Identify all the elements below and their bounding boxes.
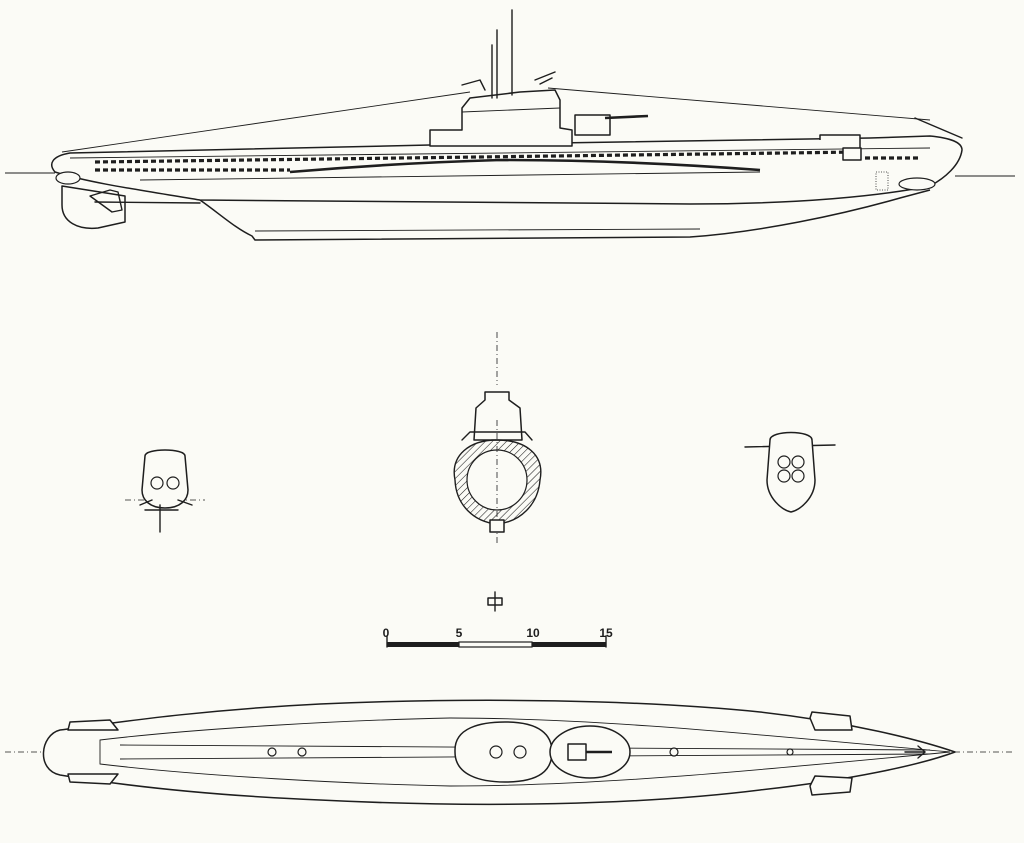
deck-edge (69, 147, 931, 159)
scale-tick-15: 15 (599, 626, 613, 640)
jumping-wire-aft (61, 91, 471, 153)
deck-gun-mount (574, 114, 611, 136)
bilge-line (139, 171, 761, 181)
stern-rudder (61, 185, 126, 230)
midship-section-view (453, 332, 542, 545)
plan-hatch-2 (513, 745, 527, 759)
pressure-hull-line (289, 158, 761, 174)
bow-anchor-mark (875, 171, 889, 191)
bow-casing (819, 134, 861, 150)
plan-fitting-3 (669, 747, 679, 757)
plan-fitting-4 (786, 748, 794, 756)
side-profile-view (5, 9, 1015, 241)
propeller-shaft (94, 201, 201, 204)
fwd-tube-2 (791, 455, 805, 469)
scale-tick-0: 0 (383, 626, 390, 640)
bridge-rail (461, 107, 561, 113)
bow-net-cutter (914, 117, 963, 139)
scale-tick-5: 5 (456, 626, 463, 640)
plan-view (5, 699, 1015, 806)
fwd-tube-1 (777, 455, 791, 469)
bow-torpedo-tube (898, 177, 936, 191)
midship-keel (489, 519, 505, 533)
jumping-wire-fwd (547, 87, 931, 121)
plan-bow-planes-top (809, 711, 853, 731)
scale-bar: 0 5 10 15 (383, 626, 613, 648)
scale-bar-segment-1 (387, 642, 459, 647)
forward-section-view (744, 431, 836, 513)
plan-bow-arrowhead (917, 745, 926, 759)
scale-bar-segment-3 (532, 642, 606, 647)
plan-deck-casing (99, 717, 951, 787)
midship-shoulders (461, 431, 533, 441)
aft-tube-left (150, 476, 164, 490)
aft-planes (139, 499, 193, 511)
bow-hydroplane (842, 147, 862, 161)
plan-fitting-1 (267, 747, 277, 757)
fwd-tube-3 (777, 469, 791, 483)
deck-gun-barrel (604, 114, 649, 120)
section-marker (487, 591, 503, 612)
scale-tick-10: 10 (526, 626, 540, 640)
plan-bow-planes-bottom (809, 775, 853, 796)
conning-tower (429, 89, 573, 147)
aft-section-outline (141, 449, 189, 509)
plan-fitting-2 (297, 747, 307, 757)
plan-deck-gun (567, 743, 587, 761)
scale-bar-segment-2 (458, 641, 533, 648)
keel-line (254, 228, 701, 232)
aft-section-view (125, 449, 205, 533)
plan-hatch-1 (489, 745, 503, 759)
plan-conning-tower (454, 721, 553, 783)
midship-fin (473, 391, 523, 441)
aa-gun (461, 71, 556, 91)
fwd-tube-4 (791, 469, 805, 483)
plan-stern-planes-top (67, 719, 119, 731)
plan-stern-planes-bottom (67, 773, 119, 785)
stern-torpedo-tube (55, 171, 81, 185)
aft-tube-right (166, 476, 180, 490)
stern-plane (89, 189, 123, 213)
fwd-section-outline (766, 431, 816, 513)
